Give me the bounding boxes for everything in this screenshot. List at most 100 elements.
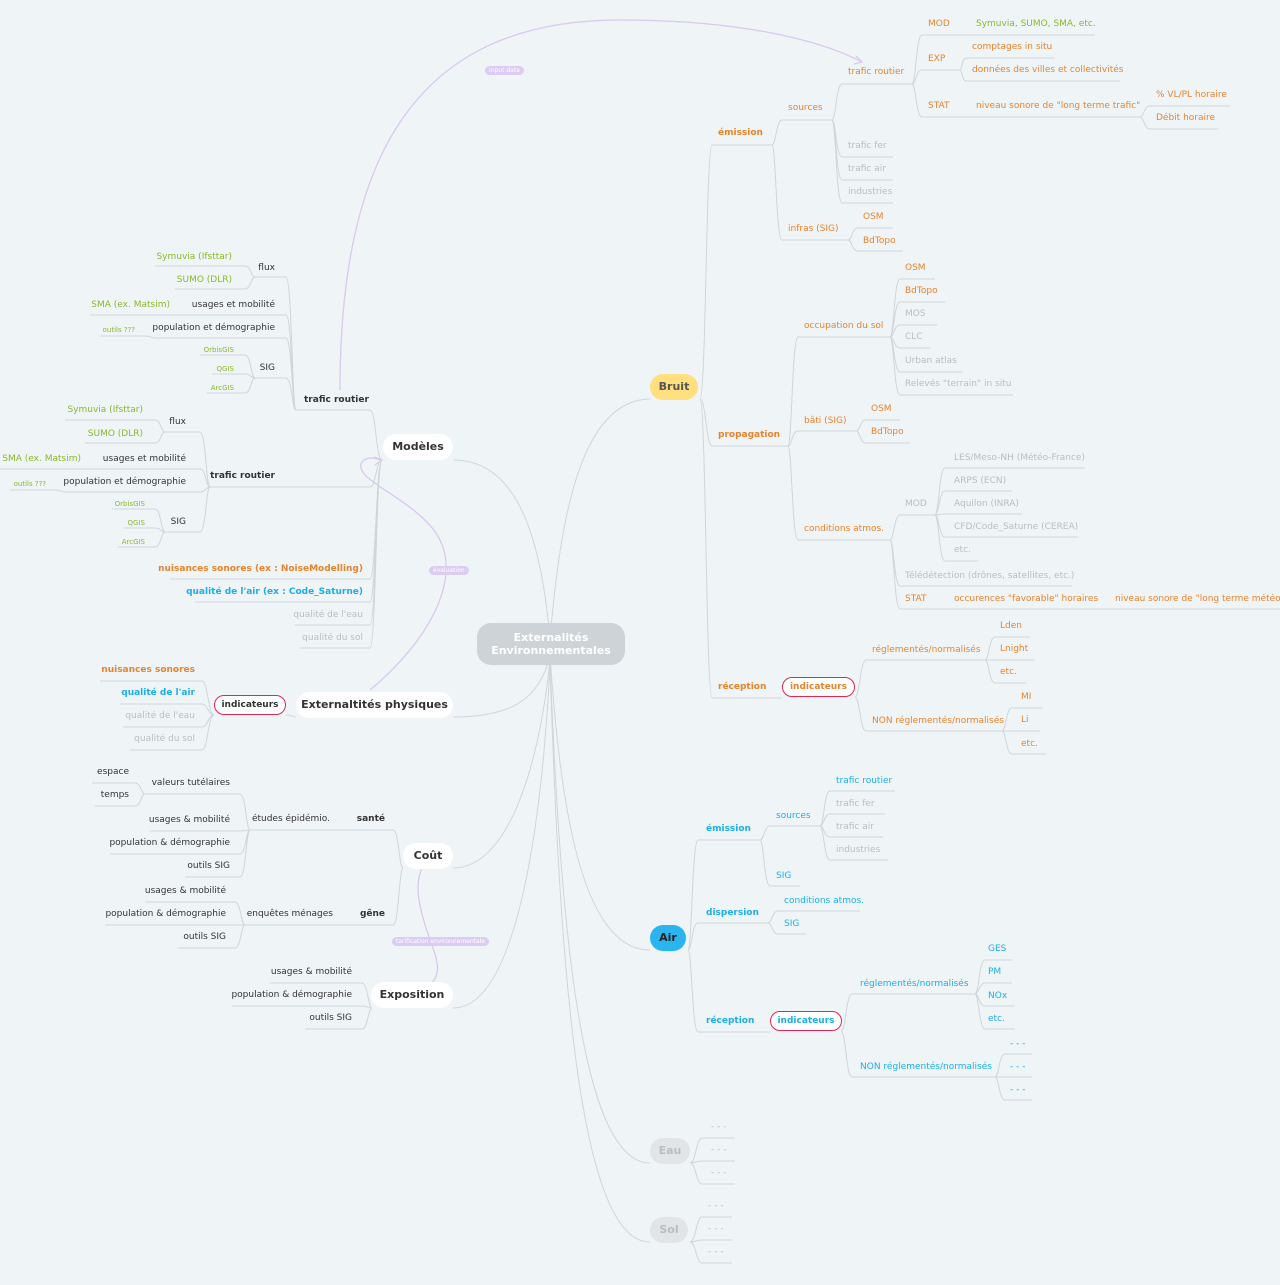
air-ges[interactable]: GES xyxy=(988,944,1007,954)
cout-enquetes[interactable]: enquêtes ménages xyxy=(246,909,333,919)
modeles-tr1-outils[interactable]: outils ??? xyxy=(102,326,135,334)
bruit-li[interactable]: Li xyxy=(1021,715,1029,725)
modeles-qualite-eau[interactable]: qualité de l'eau xyxy=(293,610,363,620)
air-non-1[interactable]: - - - xyxy=(1010,1039,1026,1049)
bruit-non-etc[interactable]: etc. xyxy=(1021,739,1038,749)
node-air[interactable]: Air xyxy=(650,925,686,951)
bruit-propagation[interactable]: propagation xyxy=(718,430,781,440)
eau-item-3[interactable]: - - - xyxy=(711,1168,727,1178)
modeles-qualite-air[interactable]: qualité de l'air (ex : Code_Saturne) xyxy=(186,587,363,597)
bruit-lden[interactable]: Lden xyxy=(1000,621,1022,631)
bruit-infras-bdtopo[interactable]: BdTopo xyxy=(863,236,896,246)
bruit-trafic-routier[interactable]: trafic routier xyxy=(848,67,905,77)
bruit-mod[interactable]: MOD xyxy=(928,19,950,29)
air-indicateurs[interactable]: indicateurs xyxy=(770,1011,842,1031)
exposition-population[interactable]: population & démographie xyxy=(231,990,352,1000)
air-trafic-routier[interactable]: trafic routier xyxy=(836,776,893,786)
bruit-regl[interactable]: réglementés/normalisés xyxy=(872,645,981,655)
modeles-trafic-routier-1[interactable]: trafic routier xyxy=(304,395,369,405)
air-disp-sig[interactable]: SIG xyxy=(784,919,800,929)
exposition-usages[interactable]: usages & mobilité xyxy=(270,967,352,977)
air-etc[interactable]: etc. xyxy=(988,1014,1005,1024)
modeles-tr1-sumo[interactable]: SUMO (DLR) xyxy=(176,275,232,285)
air-non-3[interactable]: - - - xyxy=(1010,1085,1026,1095)
node-sol[interactable]: Sol xyxy=(650,1217,688,1243)
cout-sante[interactable]: santé xyxy=(356,814,385,824)
air-reception[interactable]: réception xyxy=(706,1016,755,1026)
air-trafic-fer[interactable]: trafic fer xyxy=(836,799,875,809)
cout-espace[interactable]: espace xyxy=(97,767,129,777)
bruit-occ-osm[interactable]: OSM xyxy=(905,263,926,273)
bruit-occ-bdtopo[interactable]: BdTopo xyxy=(905,286,938,296)
cout-gene-population[interactable]: population & démographie xyxy=(105,909,226,919)
sol-item-2[interactable]: - - - xyxy=(708,1224,724,1234)
modeles-tr2-symuvia[interactable]: Symuvia (Ifsttar) xyxy=(67,405,143,415)
bruit-infras-osm[interactable]: OSM xyxy=(863,212,884,222)
cout-population[interactable]: population & démographie xyxy=(109,838,230,848)
bruit-clc[interactable]: CLC xyxy=(905,332,923,342)
externalites-indicateurs[interactable]: indicateurs xyxy=(214,695,286,715)
modeles-tr1-usages[interactable]: usages et mobilité xyxy=(191,300,275,310)
bruit-lnight[interactable]: Lnight xyxy=(1000,644,1029,654)
bruit-bati-osm[interactable]: OSM xyxy=(871,404,892,414)
modeles-tr2-arcgis[interactable]: ArcGIS xyxy=(121,538,145,546)
bruit-niveau-long-trafic[interactable]: niveau sonore de "long terme trafic" xyxy=(976,101,1141,111)
node-exposition[interactable]: Exposition xyxy=(371,982,453,1008)
bruit-emission[interactable]: émission xyxy=(718,128,763,138)
bruit-comptages[interactable]: comptages in situ xyxy=(972,42,1053,52)
bruit-niveau-long-meteo[interactable]: niveau sonore de "long terme météo" xyxy=(1115,594,1280,604)
modeles-tr2-usages[interactable]: usages et mobilité xyxy=(102,454,186,464)
modeles-trafic-routier-2[interactable]: trafic routier xyxy=(210,471,275,481)
air-trafic-air[interactable]: trafic air xyxy=(836,822,874,832)
bruit-donnees[interactable]: données des villes et collectivités xyxy=(972,65,1124,75)
bruit-conditions[interactable]: conditions atmos. xyxy=(804,524,885,534)
modeles-tr1-sig[interactable]: SIG xyxy=(259,363,275,373)
externalites-qualite-air[interactable]: qualité de l'air xyxy=(121,688,195,698)
modeles-tr1-population[interactable]: population et démographie xyxy=(152,323,275,333)
eau-item-2[interactable]: - - - xyxy=(711,1145,727,1155)
bruit-arps[interactable]: ARPS (ECN) xyxy=(954,476,1007,486)
bruit-urban-atlas[interactable]: Urban atlas xyxy=(905,356,957,366)
cout-gene-outils[interactable]: outils SIG xyxy=(183,932,226,942)
bruit-releves[interactable]: Relevés "terrain" in situ xyxy=(905,379,1012,389)
node-modeles[interactable]: Modèles xyxy=(383,434,453,460)
bruit-infras[interactable]: infras (SIG) xyxy=(788,224,839,234)
air-conditions[interactable]: conditions atmos. xyxy=(784,896,865,906)
node-cout[interactable]: Coût xyxy=(403,843,453,869)
modeles-tr2-sig[interactable]: SIG xyxy=(170,517,186,527)
bruit-regl-etc[interactable]: etc. xyxy=(1000,667,1017,677)
bruit-debit[interactable]: Débit horaire xyxy=(1156,113,1216,123)
cout-valeurs[interactable]: valeurs tutélaires xyxy=(151,778,230,788)
bruit-mos[interactable]: MOS xyxy=(905,309,926,319)
bruit-les[interactable]: LES/Meso-NH (Météo-France) xyxy=(954,453,1085,463)
modeles-tr1-arcgis[interactable]: ArcGIS xyxy=(210,384,234,392)
modeles-tr2-qgis[interactable]: QGIS xyxy=(127,519,145,527)
bruit-cfd[interactable]: CFD/Code_Saturne (CEREA) xyxy=(954,522,1079,532)
modeles-tr2-outils[interactable]: outils ??? xyxy=(13,480,46,488)
modeles-tr2-sma[interactable]: SMA (ex. Matsim) xyxy=(2,454,81,464)
modeles-qualite-sol[interactable]: qualité du sol xyxy=(302,633,363,643)
bruit-aquilon[interactable]: Aquilon (INRA) xyxy=(954,499,1019,509)
modeles-tr1-qgis[interactable]: QGIS xyxy=(216,365,234,373)
externalites-qualite-eau[interactable]: qualité de l'eau xyxy=(125,711,195,721)
bruit-occurences[interactable]: occurences "favorable" horaires xyxy=(954,594,1099,604)
bruit-sources[interactable]: sources xyxy=(788,103,823,113)
bruit-vl-pl[interactable]: % VL/PL horaire xyxy=(1156,90,1227,100)
cout-usages[interactable]: usages & mobilité xyxy=(148,815,230,825)
air-dispersion[interactable]: dispersion xyxy=(706,908,759,918)
bruit-cond-stat[interactable]: STAT xyxy=(905,594,927,604)
center-node[interactable]: Externalités Environnementales xyxy=(477,623,625,665)
bruit-cond-mod[interactable]: MOD xyxy=(905,499,927,509)
bruit-exp[interactable]: EXP xyxy=(928,54,946,64)
cout-etudes[interactable]: études épidémio. xyxy=(251,814,330,824)
cout-outils[interactable]: outils SIG xyxy=(187,861,230,871)
exposition-outils[interactable]: outils SIG xyxy=(309,1013,352,1023)
bruit-non-regl[interactable]: NON réglementés/normalisés xyxy=(872,716,1004,726)
node-externalites-physiques[interactable]: Externaltités physiques xyxy=(296,692,453,718)
air-sources[interactable]: sources xyxy=(776,811,811,821)
sol-item-3[interactable]: - - - xyxy=(708,1247,724,1257)
modeles-nuisances[interactable]: nuisances sonores (ex : NoiseModelling) xyxy=(158,564,363,574)
bruit-bati-bdtopo[interactable]: BdTopo xyxy=(871,427,904,437)
node-bruit[interactable]: Bruit xyxy=(650,374,698,400)
bruit-industries[interactable]: industries xyxy=(848,187,893,197)
